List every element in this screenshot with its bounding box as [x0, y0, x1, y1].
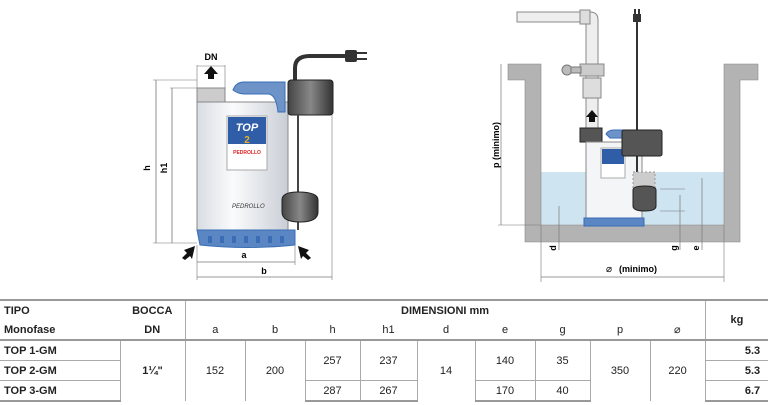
- cell-e: 170: [475, 380, 536, 402]
- label-h1: h1: [159, 163, 169, 174]
- cell-h1: 237: [360, 339, 418, 381]
- pump-handle: [232, 81, 286, 113]
- cell-b: 200: [245, 339, 306, 401]
- cell-p: 350: [590, 339, 651, 401]
- model-name: TOP 2-GM: [0, 360, 120, 381]
- badge-brand: PEDROLLO: [233, 150, 261, 156]
- header-tipo: TIPO: [0, 299, 120, 320]
- body-brand: PEDROLLO: [232, 204, 265, 210]
- inlet-arrow-icon: [182, 246, 195, 260]
- table-row: TOP 1-GM 1¼" 152 200 257 237 14 140 35 3…: [0, 339, 768, 401]
- label-d: d: [548, 245, 558, 251]
- cell-e: 140: [475, 339, 536, 381]
- valve-icon: [561, 64, 582, 76]
- label-a: a: [241, 250, 247, 260]
- col-h: h: [329, 323, 336, 336]
- cell-kg: 5.3: [705, 339, 768, 361]
- col-b: b: [271, 323, 279, 336]
- header-bocca: BOCCA: [120, 299, 186, 320]
- cell-g: 35: [535, 339, 591, 381]
- cell-kg: 5.3: [705, 360, 768, 381]
- header-monofase: Monofase: [4, 323, 56, 336]
- model-name: TOP 3-GM: [0, 380, 120, 402]
- cell-d: 14: [417, 339, 476, 401]
- table-row: TOP 3-GM 287 267 170 40 6.7: [0, 380, 768, 402]
- float-ball: [632, 185, 657, 212]
- label-b: b: [261, 266, 267, 276]
- outlet-arrow-icon: [204, 66, 218, 79]
- cell-h: 257: [305, 339, 361, 381]
- label-p: p (minimo): [491, 122, 501, 168]
- col-p: p: [616, 323, 624, 336]
- header-dimensioni: DIMENSIONI mm: [185, 299, 706, 320]
- float-switch-housing: [287, 79, 334, 116]
- outlet-thread: [196, 87, 226, 103]
- dimensions-table: TIPO BOCCA DIMENSIONI mm kg Monofase DN …: [0, 299, 768, 402]
- label-width-symbol: ⌀: [606, 264, 612, 275]
- cell-g: 40: [535, 380, 591, 402]
- header-row: TIPO BOCCA DIMENSIONI mm kg: [0, 299, 768, 340]
- float-ball: [281, 191, 319, 223]
- model-name: TOP 1-GM: [0, 339, 120, 361]
- label-width-note: (minimo): [619, 264, 657, 274]
- col-diam: ⌀: [674, 324, 681, 336]
- cell-a: 152: [185, 339, 246, 401]
- flow-arrow-icon: [586, 110, 598, 122]
- label-g: g: [669, 245, 679, 251]
- col-e: e: [501, 323, 509, 336]
- table-row: TOP 2-GM 5.3: [0, 360, 768, 381]
- cell-diam: 220: [650, 339, 706, 401]
- label-h: h: [142, 165, 152, 171]
- col-h1: h1: [382, 323, 395, 336]
- col-a: a: [212, 323, 219, 336]
- pump-dimension-diagram: TOP 2 PEDROLLO PEDROLLO DN h h1 a b: [142, 50, 367, 280]
- label-e: e: [691, 245, 701, 250]
- cell-h1: 267: [360, 380, 418, 402]
- cell-h: 287: [305, 380, 361, 402]
- header-dn: DN: [120, 320, 186, 340]
- power-cable: [293, 54, 345, 82]
- col-d: d: [442, 323, 450, 336]
- badge-model: TOP: [236, 122, 259, 134]
- inlet-arrow-icon: [298, 246, 311, 260]
- col-g: g: [559, 323, 566, 336]
- label-dn: DN: [205, 52, 218, 62]
- badge-number: 2: [244, 135, 250, 146]
- cell-kg: 6.7: [705, 380, 768, 402]
- installation-diagram: p (minimo) d g e ⌀ (minimo): [491, 9, 759, 282]
- subheader-row: Monofase DN a b h h1 d e g p ⌀: [0, 320, 768, 340]
- plug-icon: [345, 50, 367, 62]
- header-kg: kg: [704, 299, 768, 340]
- cell-dn: 1¼": [119, 339, 186, 401]
- plug-icon: [633, 9, 641, 22]
